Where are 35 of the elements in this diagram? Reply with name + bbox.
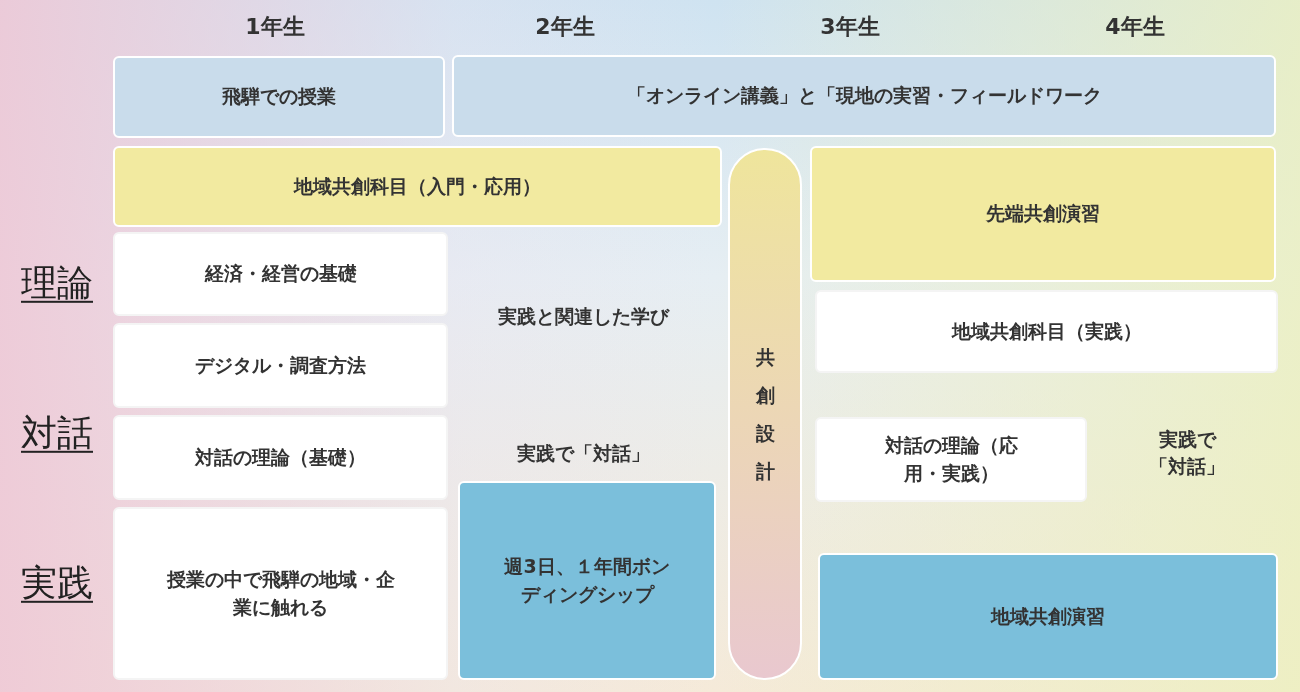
course-box [113, 415, 448, 500]
course-box [113, 507, 448, 680]
box-label: 先端共創演習 [986, 201, 1100, 227]
column-heading: 4年生 [1105, 12, 1165, 41]
box-label: 対話の理論（応用・実践） [883, 432, 1019, 486]
note-text: 実践で「対話」 [516, 440, 650, 466]
note-text: 実践と関連した学び [497, 303, 669, 329]
row-heading: 理論 [21, 260, 93, 305]
column-heading: 1年生 [245, 12, 305, 41]
row-heading: 実践 [21, 560, 93, 605]
box-label: 授業の中で飛騨の地域・企業に触れる [166, 566, 395, 620]
course-box [113, 56, 445, 138]
box-label: 対話の理論（基礎） [195, 444, 366, 470]
course-box [458, 481, 716, 680]
course-box [818, 553, 1278, 680]
box-label: 地域共創演習 [991, 603, 1105, 629]
course-box [113, 323, 448, 408]
course-box [815, 290, 1278, 373]
note-text: 実践で「対話」 [1148, 427, 1226, 479]
course-box [113, 232, 448, 316]
column-heading: 3年生 [820, 12, 880, 41]
row-heading: 対話 [21, 410, 93, 455]
box-label: 飛騨での授業 [222, 84, 336, 110]
vertical-label: 共創設計 [755, 345, 775, 484]
course-box [452, 55, 1276, 137]
box-label: 「オンライン講義」と「現地の実習・フィールドワーク [626, 83, 1102, 109]
column-heading: 2年生 [535, 12, 595, 41]
box-label: 地域共創科目（入門・応用） [294, 173, 541, 199]
box-label: 地域共創科目（実践） [951, 318, 1142, 344]
course-box [815, 417, 1087, 502]
box-label: デジタル・調査方法 [195, 352, 366, 378]
course-box [810, 146, 1276, 282]
course-box [113, 146, 722, 227]
box-label: 経済・経営の基礎 [204, 261, 357, 287]
box-label: 週3日、１年間ボンディングシップ [503, 553, 671, 607]
